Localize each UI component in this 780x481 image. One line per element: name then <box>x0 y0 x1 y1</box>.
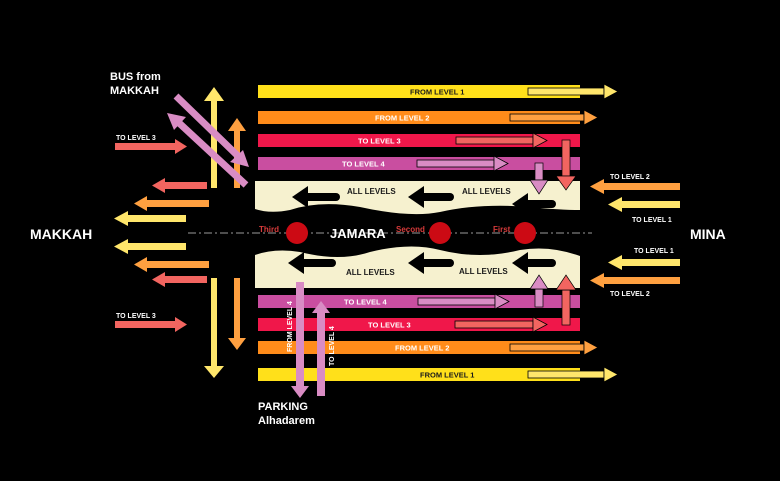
lane-arrow-head <box>603 366 619 383</box>
top-lane-4: TO LEVEL 4 <box>258 155 580 172</box>
upper-all-levels-right: ALL LEVELS <box>462 187 511 196</box>
lane-arrow-head <box>532 316 548 333</box>
parking-label-line1: PARKING <box>258 401 308 413</box>
upper-all-levels-left: ALL LEVELS <box>347 187 396 196</box>
mina-label: MINA <box>690 226 726 242</box>
lane-label: FROM LEVEL 1 <box>410 88 464 97</box>
pillar-second[interactable] <box>429 222 451 244</box>
lower-all-levels-right: ALL LEVELS <box>459 267 508 276</box>
top-lane-1: FROM LEVEL 1 <box>258 83 619 100</box>
left-arrow-to-level3-bottom <box>115 317 187 332</box>
left-arrow-out-red-bottom <box>152 272 207 287</box>
right-to-level1-top-label: TO LEVEL 1 <box>632 217 672 224</box>
lane-bar <box>258 85 580 98</box>
lane-label: TO LEVEL 4 <box>342 160 385 169</box>
lane-arrow-shaft <box>527 370 605 379</box>
lane-arrow-shaft <box>416 159 495 168</box>
bus-arrow-out <box>167 113 249 188</box>
right-to-level1-bottom-label: TO LEVEL 1 <box>634 248 674 255</box>
bus-label-line1: BUS from <box>110 71 161 83</box>
connector-top-level3-down <box>555 139 577 191</box>
pillar-label-first: First <box>493 225 511 234</box>
bottom-lane-2: TO LEVEL 3 <box>258 316 580 333</box>
right-to-level2-bottom-label: TO LEVEL 2 <box>610 291 650 298</box>
upper-arrow-right <box>512 193 556 215</box>
lane-arrow-head <box>532 132 548 149</box>
lane-bar <box>258 341 580 354</box>
right-to-level2-top-label: TO LEVEL 2 <box>610 174 650 181</box>
top-lane-2: FROM LEVEL 2 <box>258 109 599 126</box>
bus-label-line2: MAKKAH <box>110 85 159 97</box>
connector-bottom-level4-up <box>529 274 549 308</box>
lane-label: TO LEVEL 3 <box>368 321 411 330</box>
lower-all-levels-left: ALL LEVELS <box>346 268 395 277</box>
lane-label: FROM LEVEL 2 <box>395 344 449 353</box>
lower-arrow-left <box>288 252 336 274</box>
left-arrow-out-red-top <box>152 178 207 193</box>
lane-bar <box>258 111 580 124</box>
bridge-arrows <box>288 186 556 274</box>
left-to-level3-top-label: TO LEVEL 3 <box>116 135 156 142</box>
right-arrow-to-level1-top <box>608 197 680 212</box>
parking-arrow-down <box>291 282 309 398</box>
lane-arrow-shaft <box>417 297 496 306</box>
lane-arrow-head <box>494 293 510 310</box>
right-arrow-to-level2-top <box>590 179 680 194</box>
lane-arrow-shaft <box>454 320 534 329</box>
left-down-arrow-orange <box>228 278 246 350</box>
bottom-lane-1: TO LEVEL 4 <box>258 293 580 310</box>
lane-arrow-head <box>493 155 509 172</box>
bottom-lane-3: FROM LEVEL 2 <box>258 339 599 356</box>
makkah-label: MAKKAH <box>30 226 92 242</box>
lower-arrow-middle <box>408 252 454 274</box>
left-arrow-out-yellow-top <box>114 211 186 226</box>
lane-arrow-shaft <box>455 136 534 145</box>
lane-arrow-head <box>603 83 619 100</box>
right-arrow-to-level1-bottom <box>608 255 680 270</box>
pillar-label-third: Third <box>259 225 279 234</box>
left-arrow-out-orange-top <box>134 196 209 211</box>
pillar-first[interactable] <box>514 222 536 244</box>
left-up-arrow-yellow <box>204 87 224 188</box>
parking-arrow-up <box>312 301 330 396</box>
parking-from-level4-label: FROM LEVEL 4 <box>287 301 294 352</box>
lane-arrow-shaft <box>527 87 605 96</box>
jamara-label: JAMARA <box>330 226 386 241</box>
lane-label: TO LEVEL 4 <box>344 298 387 307</box>
lane-label: FROM LEVEL 2 <box>375 114 429 123</box>
lane-label: FROM LEVEL 1 <box>420 371 474 380</box>
lane-bar <box>258 368 580 381</box>
connector-bottom-level3-up <box>555 274 577 326</box>
parking-to-level4-label: TO LEVEL 4 <box>329 326 336 366</box>
pillar-third[interactable] <box>286 222 308 244</box>
left-arrow-out-yellow-bottom <box>114 239 186 254</box>
right-arrow-to-level2-bottom <box>590 273 680 288</box>
lane-label: TO LEVEL 3 <box>358 137 401 146</box>
bus-arrow-in <box>173 93 249 167</box>
upper-arrow-middle <box>408 186 454 208</box>
left-arrow-out-orange-bottom <box>134 257 209 272</box>
parking-label-line2: Alhadarem <box>258 415 315 427</box>
lane-arrow-head <box>583 109 599 126</box>
lane-arrow-shaft <box>509 343 585 352</box>
upper-arrow-left <box>292 186 340 208</box>
lane-arrow-shaft <box>509 113 585 122</box>
top-lane-3: TO LEVEL 3 <box>258 132 580 149</box>
left-to-level3-bottom-label: TO LEVEL 3 <box>116 313 156 320</box>
pillar-label-second: Second <box>396 225 425 234</box>
connector-top-level4-down <box>529 162 549 195</box>
bottom-lane-4: FROM LEVEL 1 <box>258 366 619 383</box>
lower-arrow-right <box>512 252 556 274</box>
lane-arrow-head <box>583 339 599 356</box>
left-down-arrow-yellow <box>204 278 224 378</box>
left-arrow-to-level3-top <box>115 139 187 154</box>
